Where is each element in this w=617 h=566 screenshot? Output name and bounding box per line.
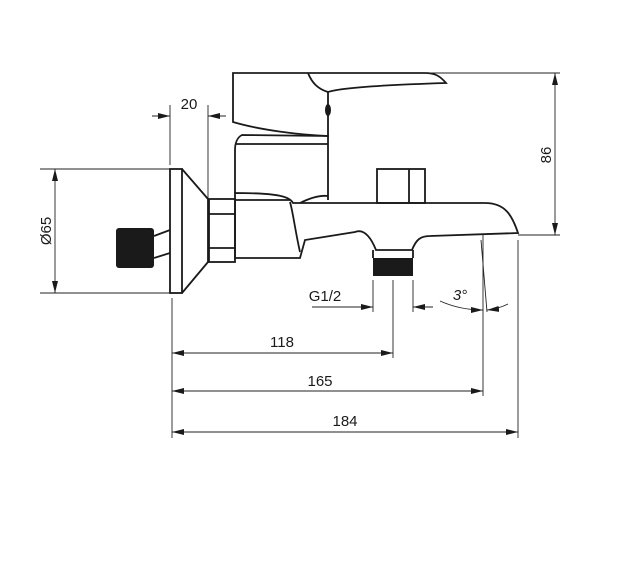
label-height: 86 [538,147,555,164]
label-flange-depth: 20 [181,96,198,113]
diverter-knob [376,168,426,204]
label-overall-length: 184 [332,413,357,430]
label-outlet-distance: 118 [270,334,294,351]
dim-angle-left [439,300,484,313]
wall-flange [169,168,209,294]
label-outlet-thread: G1/2 [309,288,342,305]
outlet-thread [373,258,413,276]
hex-nut [208,198,236,263]
inlet-thread [116,228,171,268]
extension-lines [40,72,560,438]
label-flange-diameter: Ø65 [38,217,55,245]
lever-handle [232,72,448,137]
mixer-body [234,134,520,259]
label-spout-angle: 3° [453,287,467,304]
dim-angle-right [486,303,509,312]
label-spout-reach: 165 [307,373,332,390]
